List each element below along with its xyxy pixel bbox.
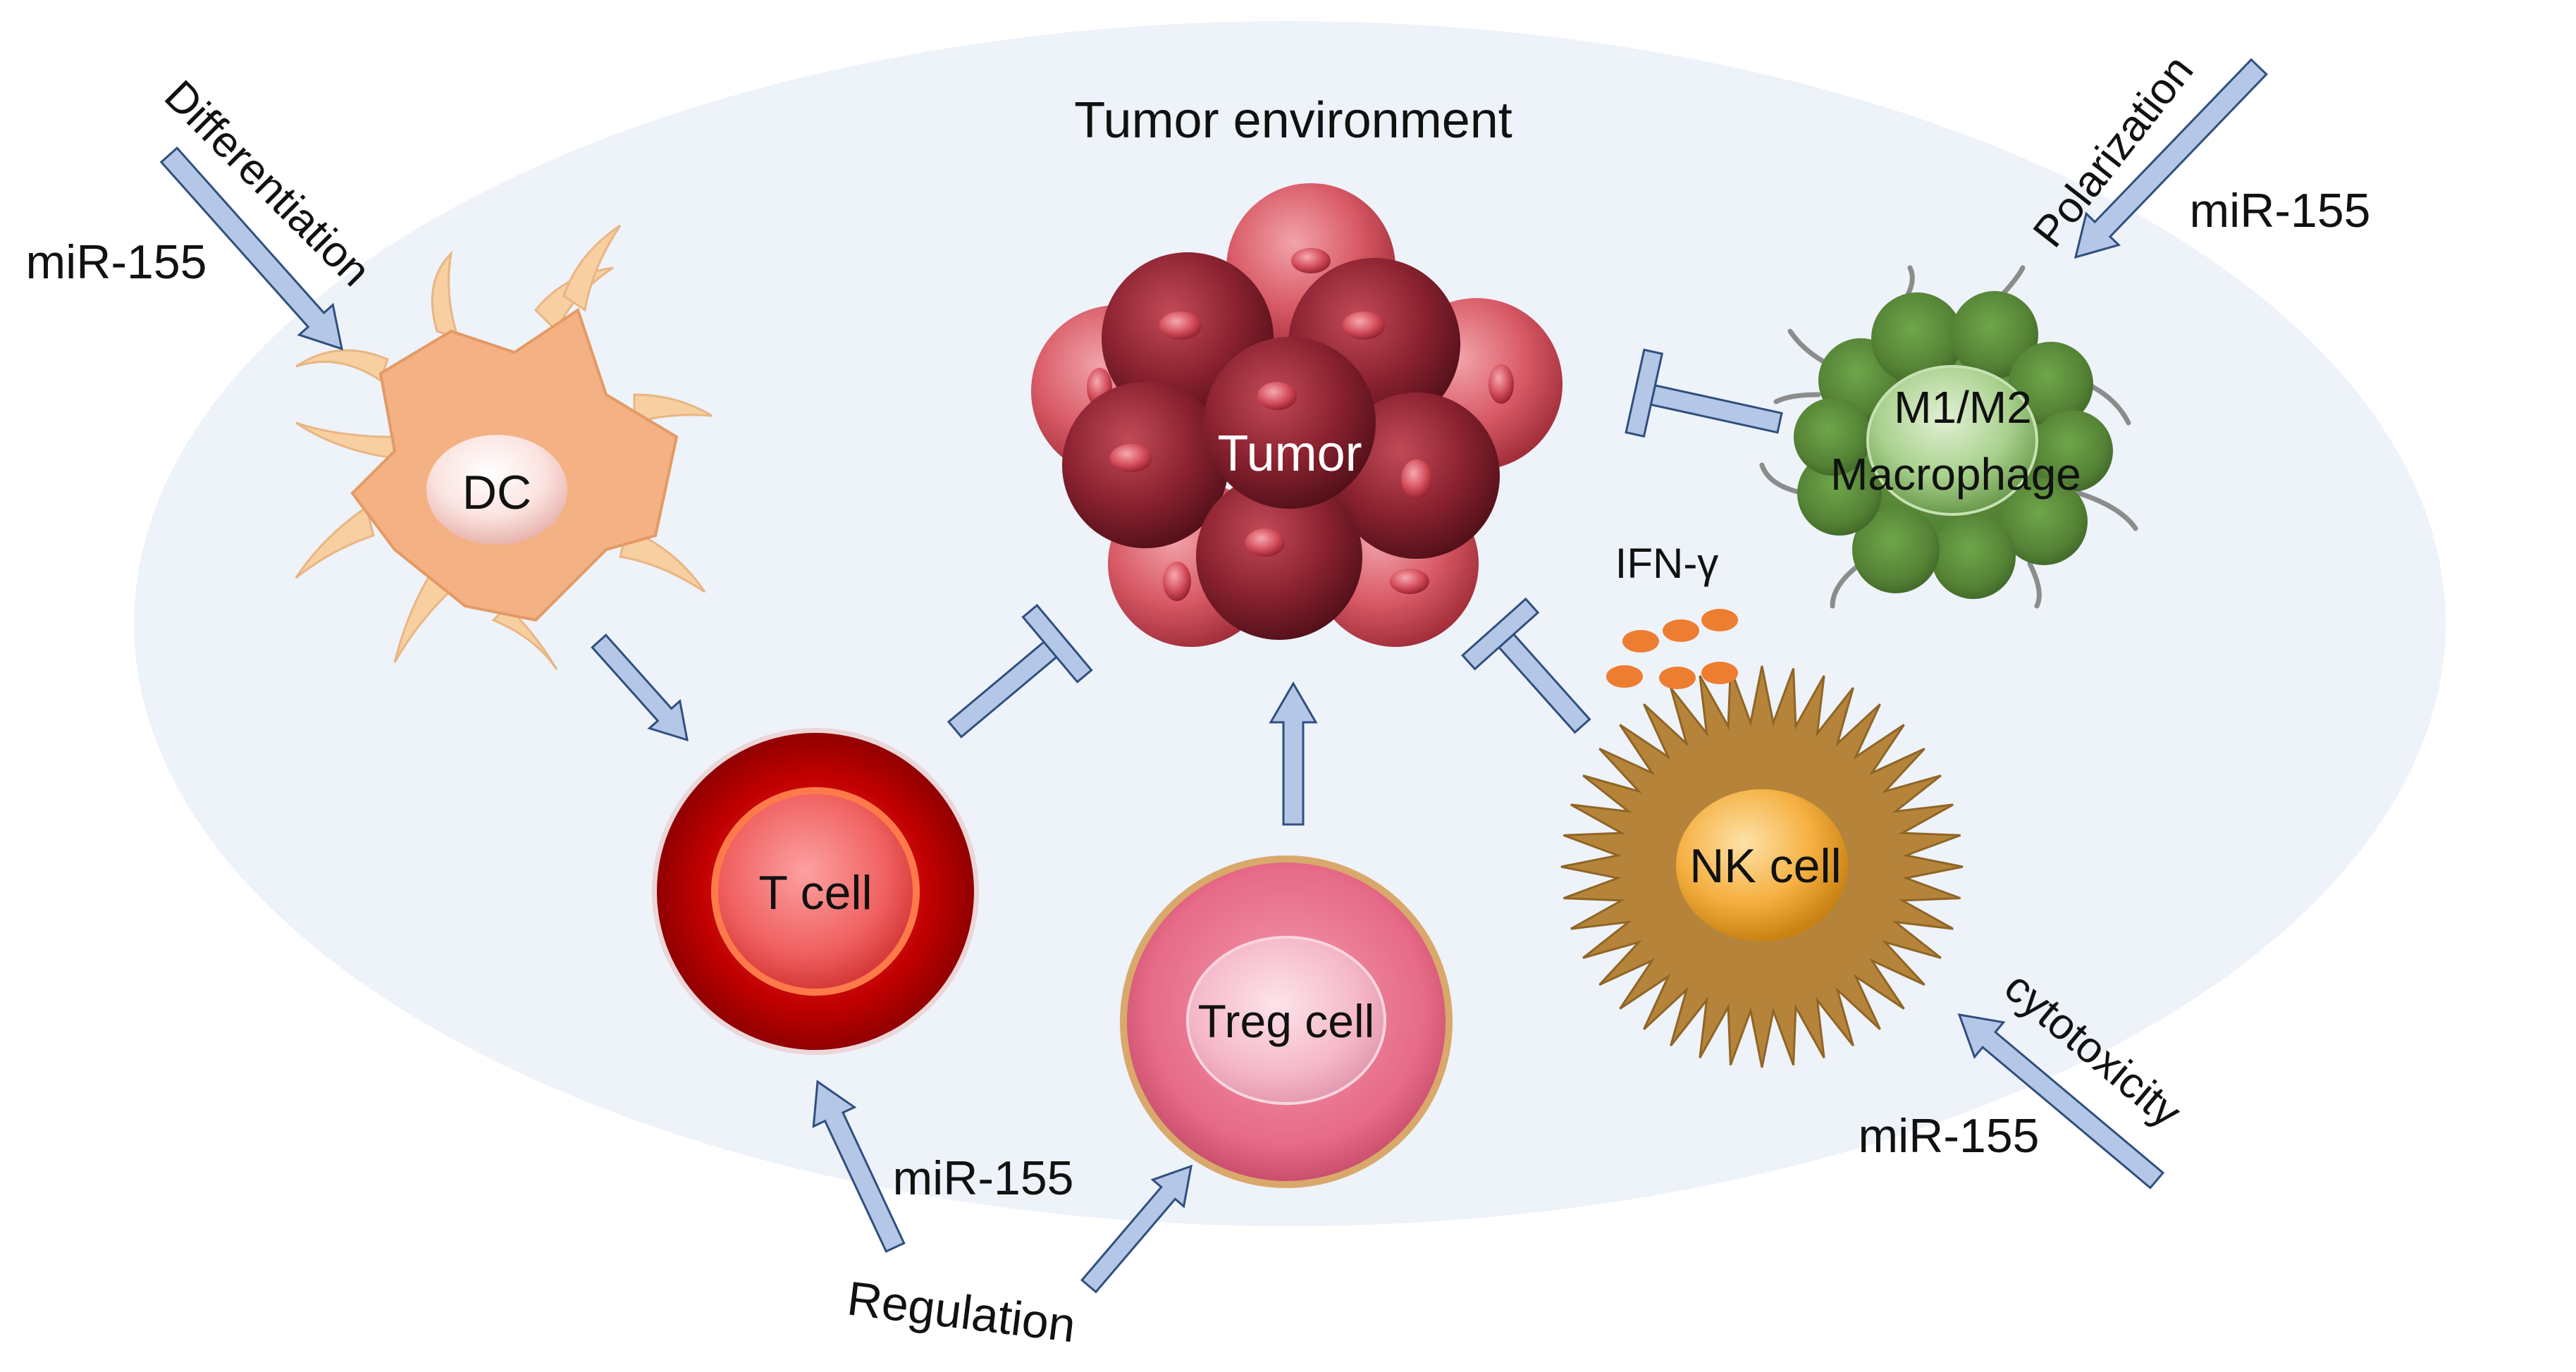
macrophage-nucleus <box>1866 365 2038 516</box>
macrophage-label-line2: Macrophage <box>1830 449 2081 500</box>
mir155-nk-label: miR-155 <box>1859 1109 2040 1163</box>
arrow-dc-to-t-cell <box>591 634 689 742</box>
treg-cell-label: Treg cell <box>1198 995 1375 1047</box>
arrow-polarization-to-macrophage <box>2073 58 2268 259</box>
treg-cell <box>1120 855 1453 1188</box>
tumor-label: Tumor <box>1217 426 1362 482</box>
inhibit-nk-tumor <box>1461 597 1591 734</box>
t-cell <box>652 728 979 1055</box>
arrow-regulation-to-t-cell <box>812 1080 906 1253</box>
arrow-treg-to-tumor <box>1269 681 1318 826</box>
nk-cell <box>1560 665 1964 1068</box>
mir155-dc-label: miR-155 <box>26 235 207 289</box>
arrow-differentiation-to-dc <box>159 146 343 351</box>
tumor-cluster <box>1031 183 1563 647</box>
mir155-macrophage-label: miR-155 <box>2190 184 2371 237</box>
t-cell-label: T cell <box>758 866 872 920</box>
macrophage-label-line1: M1/M2 <box>1894 382 2032 433</box>
dc-nucleus <box>426 435 567 545</box>
dc-cell <box>295 224 713 670</box>
nk-cell-label: NK cell <box>1689 839 1841 893</box>
inhibit-macrophage-tumor <box>1625 348 1783 438</box>
diagram-title: Tumor environment <box>1074 92 1512 149</box>
arrow-cytotoxicity-to-nk <box>1957 1013 2165 1189</box>
tumor-cells-front <box>1062 252 1500 640</box>
regulation-label: Regulation <box>844 1271 1078 1352</box>
ifn-gamma-molecules <box>1606 609 1738 689</box>
dc-label: DC <box>462 466 531 519</box>
macrophage-cell <box>1759 265 2138 609</box>
inhibit-t-cell-tumor <box>947 603 1093 738</box>
arrows-layer <box>159 58 2268 1294</box>
ifn-gamma-label: IFN-γ <box>1615 540 1719 587</box>
nk-cell-nucleus <box>1676 789 1848 941</box>
mir155-treg-label: miR-155 <box>893 1151 1074 1205</box>
arrow-regulation-to-treg <box>1080 1164 1193 1294</box>
